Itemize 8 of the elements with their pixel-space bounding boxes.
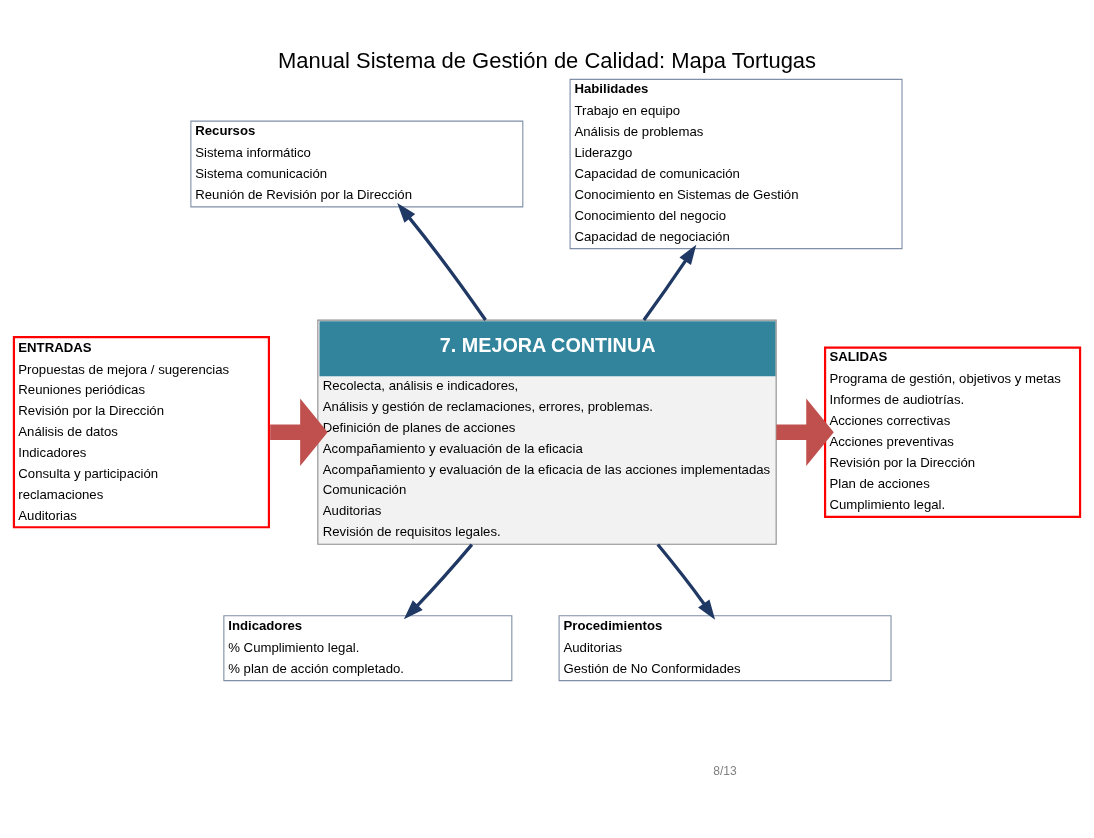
- arrow: [642, 244, 697, 321]
- arrow: [270, 398, 328, 466]
- arrow: [397, 203, 487, 321]
- label: 8/13: [713, 763, 737, 778]
- diagram-title: Manual Sistema de Gestión de Calidad: Mapa Tortugas: [277, 48, 817, 74]
- arrow: [776, 398, 834, 466]
- arrow: [656, 543, 716, 620]
- arrow: [403, 543, 474, 620]
